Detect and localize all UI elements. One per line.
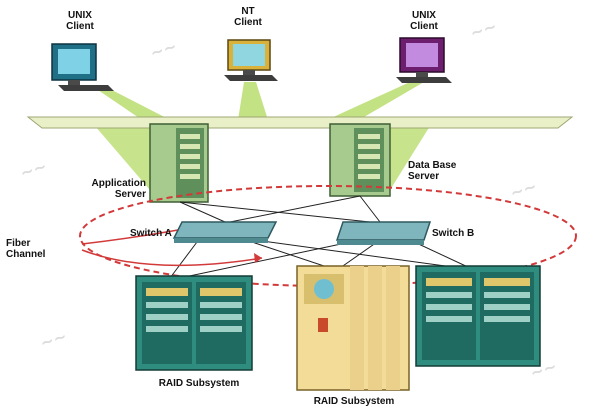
application-server-label-line2: Server [114,189,146,200]
nt-client-computer [224,39,278,81]
application-server-tower [149,123,209,203]
fibre-links [169,195,471,279]
raid-subsystem-center-cabinet [296,265,410,391]
beam-unix-client-2 [318,82,424,124]
raid-subsystem-left-cabinet [135,275,253,371]
fiber-channel-label-line1: Fiber [6,238,31,249]
database-server-label-line1: Data Base [408,160,457,171]
beam-nt-client [238,82,268,120]
unix-client-2-computer [396,37,452,83]
fiber-channel-label-line2: Channel [6,249,46,260]
raid-subsystem-right-cabinet [415,265,541,367]
raid-subsystem-center-label: RAID Subsystem [313,396,395,407]
switch-b-label: Switch B [432,228,475,239]
switch-b-device [335,221,432,245]
unix-client-2-label-line2: Client [410,21,438,32]
application-server-label: Application Server [66,178,146,200]
unix-client-1-label-line2: Client [66,21,94,32]
database-server-label: Data Base Server [408,160,478,182]
nt-client-label: NT Client [226,6,270,28]
application-server-label-line1: Application [91,178,146,189]
switch-a-label: Switch A [130,228,172,239]
lan-backbone [26,116,574,129]
switch-a-device [172,221,278,243]
database-server-tower [329,123,391,197]
unix-client-2-label-line1: UNIX [412,10,436,21]
fiber-arrow-lower [81,249,263,267]
raid-subsystem-left-label: RAID Subsystem [158,378,240,389]
nt-client-label-line1: NT [241,6,255,17]
unix-client-1-computer [51,43,114,91]
nt-client-label-line2: Client [234,17,262,28]
unix-client-2-label: UNIX Client [402,10,446,32]
fiber-arrowhead [254,253,262,263]
beam-unix-client-1 [95,88,178,124]
database-server-label-line2: Server [408,171,440,182]
unix-client-1-label-line1: UNIX [68,10,92,21]
fiber-channel-label: Fiber Channel [6,238,56,260]
unix-client-1-label: UNIX Client [58,10,102,32]
